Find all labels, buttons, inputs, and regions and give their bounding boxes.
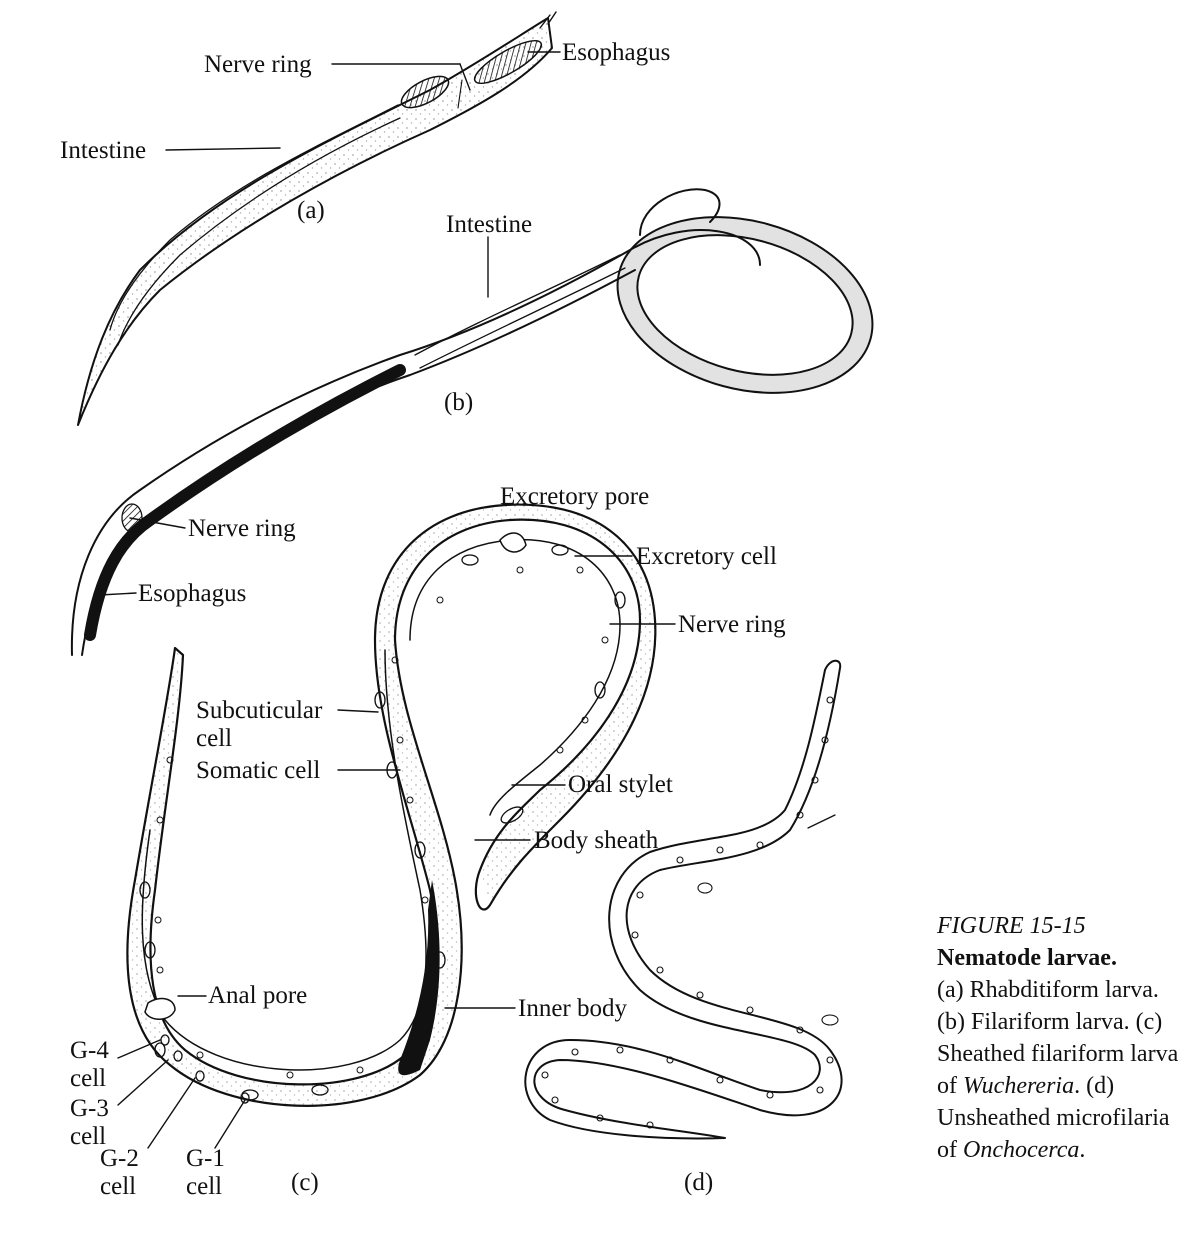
label-c-nerve-ring: Nerve ring [678,611,786,638]
label-c-g2-cell: cell [100,1173,136,1200]
panel-letter-b: (b) [444,389,473,416]
label-c-g1-cell: cell [186,1173,222,1200]
label-c-g4-cell: cell [70,1065,106,1092]
label-c-g3: G-3 [70,1095,109,1122]
label-c-excretory-cell: Excretory cell [636,543,777,570]
label-c-subcuticular: Subcuticular [196,697,323,724]
panel-letter-c: (c) [291,1169,319,1196]
caption-end: . [1079,1137,1086,1163]
larva-a [77,11,557,426]
larva-c [126,503,657,1107]
label-c-g2: G-2 [100,1145,139,1172]
label-c-oral-stylet: Oral stylet [568,771,673,798]
label-b-esophagus: Esophagus [138,580,246,607]
caption-c: (c) Sheathed filariform larva of [937,1009,1179,1099]
caption-a: (a) Rhabditiform larva. [937,977,1159,1003]
caption-d: . (d) Unsheathed microfilaria of [937,1073,1170,1163]
label-c-body-sheath: Body sheath [534,827,659,854]
label-c-somatic-cell: Somatic cell [196,757,320,784]
leader-lines [99,51,676,1149]
label-c-inner-body: Inner body [518,995,627,1022]
caption-d-genus: Onchocerca [963,1137,1080,1163]
larva-b [70,188,874,656]
label-c-g3-cell: cell [70,1123,106,1150]
larva-d [524,659,843,1140]
label-c-anal-pore: Anal pore [208,982,307,1009]
panel-letter-a: (a) [297,197,325,224]
label-c-excretory-pore: Excretory pore [500,483,649,510]
label-c-g4: G-4 [70,1037,109,1064]
label-a-esophagus: Esophagus [562,39,670,66]
panel-letter-d: (d) [684,1169,713,1196]
figure-title: Nematode larvae. [937,945,1117,971]
label-a-intestine: Intestine [60,137,146,164]
caption-b: (b) Filariform larva. [937,1009,1130,1035]
figure-caption: FIGURE 15-15 Nematode larvae. (a) Rhabdi… [937,910,1187,1166]
label-b-nerve-ring: Nerve ring [188,515,296,542]
caption-c-genus: Wuchereria [963,1073,1075,1099]
label-c-g1: G-1 [186,1145,225,1172]
label-c-subcuticular-cell: cell [196,725,232,752]
label-b-intestine: Intestine [446,211,532,238]
figure-number: FIGURE 15-15 [937,913,1086,939]
label-a-nerve-ring: Nerve ring [204,51,312,78]
